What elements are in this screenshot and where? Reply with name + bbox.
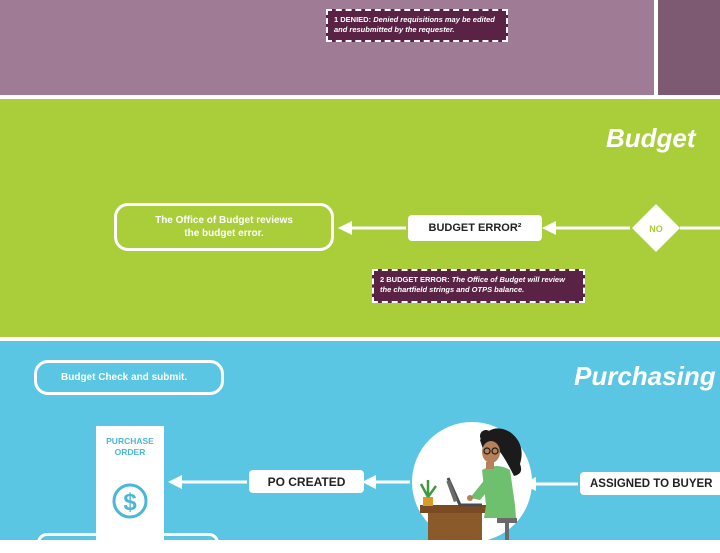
budget-error-note-label: 2 BUDGET ERROR: — [380, 275, 450, 284]
arrowhead-to-review-step — [338, 221, 352, 235]
arrowhead-to-po-created — [362, 475, 376, 489]
budget-check-step: Budget Check and submit. — [34, 360, 224, 395]
decision-label: NO — [649, 224, 663, 234]
decision-diamond: NO — [632, 204, 680, 252]
purchase-order-document: PURCHASE ORDER — [96, 426, 164, 540]
purchase-order-label: PURCHASE ORDER — [106, 436, 154, 458]
dollar-icon: $ — [112, 483, 148, 519]
lane-divider — [654, 0, 658, 95]
denied-note-text: Denied requisitions may be edited and re… — [334, 15, 495, 35]
denied-note: 1 DENIED: Denied requisitions may be edi… — [326, 9, 508, 42]
purchasing-lane-title: Purchasing — [574, 361, 716, 391]
approval-lane-side-panel — [658, 0, 720, 95]
purchasing-flow-arrows — [180, 480, 578, 486]
budget-lane-title: Budget — [606, 123, 696, 153]
budget-error-note-text: The Office of Budget will review the cha… — [380, 275, 565, 295]
budget-review-step: The Office of Budget reviews the budget … — [114, 203, 334, 251]
arrowhead-to-purchase-order — [168, 475, 182, 489]
flow-graphics: NO $ — [112, 204, 720, 540]
po-created-box: PO CREATED — [249, 470, 364, 493]
denied-note-label: 1 DENIED: — [334, 15, 372, 24]
buyer-illustration — [412, 422, 532, 540]
budget-lane — [0, 99, 720, 337]
arrowhead-to-budget-error — [542, 221, 556, 235]
assigned-to-buyer-box: ASSIGNED TO BUYER — [580, 472, 720, 495]
svg-text:$: $ — [123, 489, 137, 516]
budget-error-note: 2 BUDGET ERROR: The Office of Budget wil… — [372, 269, 585, 303]
budget-error-box: BUDGET ERROR² — [408, 215, 542, 241]
